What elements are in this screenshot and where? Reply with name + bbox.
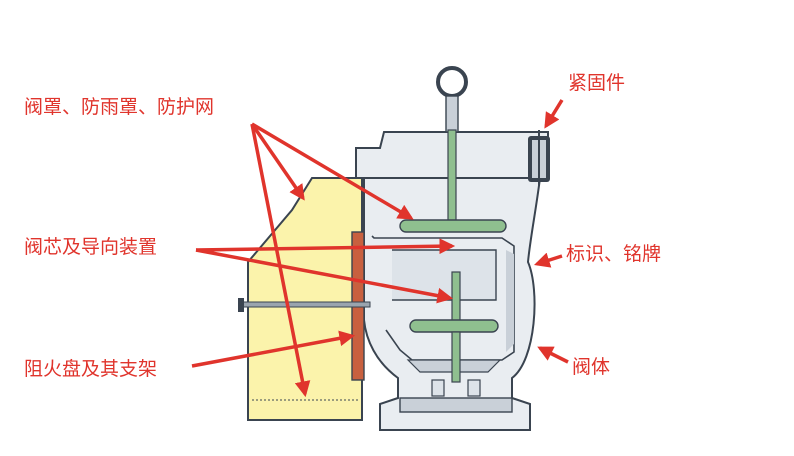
label-fastener: 紧固件 (568, 72, 626, 94)
label-flame-arrester: 阻火盘及其支架 (24, 358, 158, 380)
protective-cover (247, 177, 363, 421)
fastener-bolt (528, 130, 550, 186)
label-valve-body: 阀体 (572, 356, 611, 378)
annotation-arrows (191, 99, 569, 398)
label-nameplate: 标识、铭牌 (566, 243, 662, 265)
label-cover: 阀罩、防雨罩、防护网 (24, 96, 215, 118)
lifting-ring (436, 66, 468, 133)
valve-core (399, 129, 507, 383)
label-valve-core: 阀芯及导向装置 (24, 236, 158, 258)
